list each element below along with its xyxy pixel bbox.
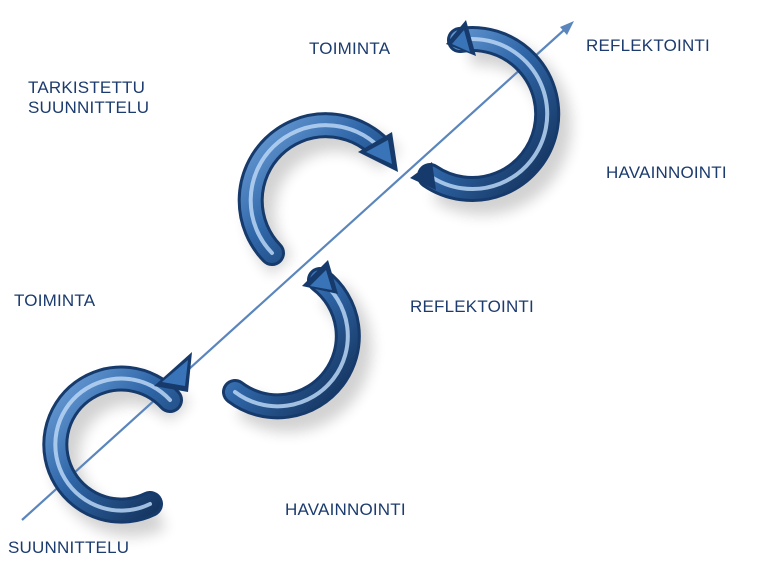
axis-line [21,29,565,521]
cycle-2-observation-tail [410,162,436,190]
cycle-1-observation-arrow [222,260,361,420]
label-toiminta-cycle-1: TOIMINTA [14,291,96,310]
label-havainnointi-cycle-2: HAVAINNOINTI [606,163,727,182]
cycle-1-planning-arrow [42,352,192,524]
cycle-2-revised-planning-arrow [237,112,398,266]
label-reflektointi-cycle-2: REFLEKTOINTI [586,36,710,55]
label-tarkistettu-line-1: TARKISTETTU [28,78,146,97]
label-havainnointi-cycle-1: HAVAINNOINTI [285,500,406,519]
label-toiminta-cycle-2: TOIMINTA [309,39,391,58]
label-tarkistettu-suunnittelu: TARKISTETTU SUUNNITTELU [28,78,149,118]
label-tarkistettu-line-2: SUUNNITTELU [28,98,150,117]
label-suunnittelu: SUUNNITTELU [8,538,130,557]
axis-arrowhead [560,21,574,35]
diagonal-axis-arrow [21,21,574,521]
cycle-2-observation-arrow [410,20,561,202]
label-reflektointi-cycle-1: REFLEKTOINTI [410,297,534,316]
